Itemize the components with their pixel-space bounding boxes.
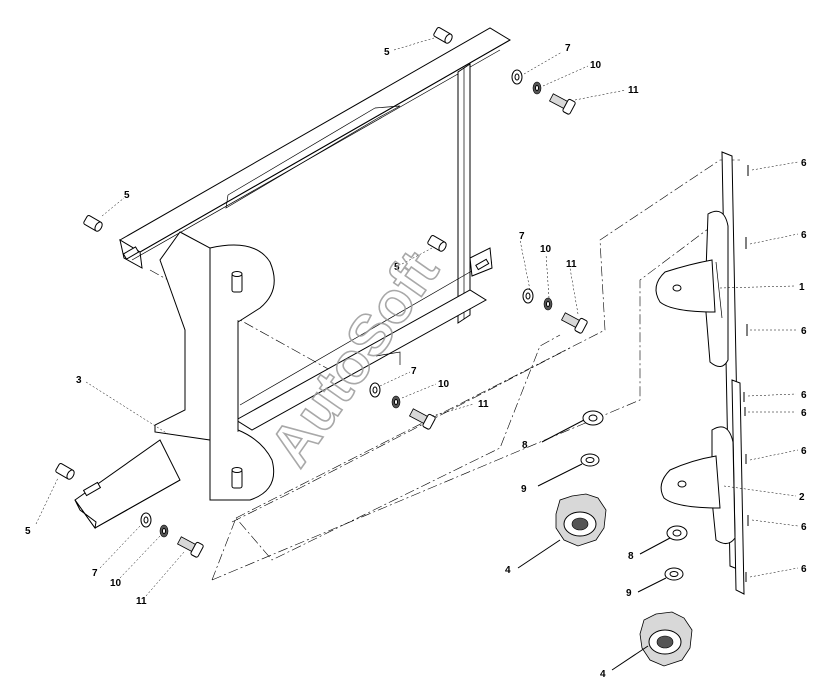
callout-10: 10 bbox=[540, 244, 552, 255]
callout-5: 5 bbox=[394, 262, 400, 273]
callout-11: 11 bbox=[566, 259, 577, 270]
frame-part-3 bbox=[74, 27, 511, 530]
hardware-washers-7-10 bbox=[140, 69, 553, 538]
frame-studs bbox=[231, 271, 243, 489]
callout-11: 11 bbox=[628, 85, 639, 96]
callout-6: 6 bbox=[801, 326, 807, 337]
callout-7: 7 bbox=[519, 231, 525, 242]
knob-assembly-upper bbox=[555, 410, 607, 547]
hardware-bolts-5 bbox=[55, 27, 453, 480]
callout-1: 1 bbox=[799, 282, 805, 293]
callout-3: 3 bbox=[76, 375, 82, 386]
pins-part-6 bbox=[743, 165, 749, 582]
leader-lines bbox=[35, 37, 799, 671]
callout-10: 10 bbox=[110, 578, 122, 589]
callout-11: 11 bbox=[136, 596, 147, 607]
callout-5: 5 bbox=[384, 47, 390, 58]
bracket-part-2 bbox=[660, 379, 745, 595]
callout-7: 7 bbox=[92, 568, 98, 579]
callout-7: 7 bbox=[565, 43, 571, 54]
callout-6: 6 bbox=[801, 522, 807, 533]
callout-10: 10 bbox=[438, 379, 450, 390]
callout-4: 4 bbox=[505, 565, 511, 576]
callout-2: 2 bbox=[799, 492, 805, 503]
callout-6: 6 bbox=[801, 230, 807, 241]
watermark-text: AutoSoft bbox=[257, 240, 451, 478]
callout-8: 8 bbox=[522, 440, 528, 451]
callout-11: 11 bbox=[478, 399, 489, 410]
hardware-screws-11 bbox=[176, 93, 588, 558]
callout-10: 10 bbox=[590, 60, 602, 71]
callout-7: 7 bbox=[411, 366, 417, 377]
callout-6: 6 bbox=[801, 408, 807, 419]
callout-4: 4 bbox=[600, 669, 606, 680]
knob-assembly-lower bbox=[639, 525, 693, 667]
callout-6: 6 bbox=[801, 564, 807, 575]
callout-9: 9 bbox=[626, 588, 632, 599]
callout-8: 8 bbox=[628, 551, 634, 562]
callout-6: 6 bbox=[801, 446, 807, 457]
callout-5: 5 bbox=[25, 526, 31, 537]
callout-6: 6 bbox=[801, 390, 807, 401]
callout-6: 6 bbox=[801, 158, 807, 169]
callout-9: 9 bbox=[521, 484, 527, 495]
callout-labels: 5 7 10 11 5 5 7 10 11 3 7 10 11 5 7 10 1… bbox=[25, 43, 807, 680]
callout-5: 5 bbox=[124, 190, 130, 201]
